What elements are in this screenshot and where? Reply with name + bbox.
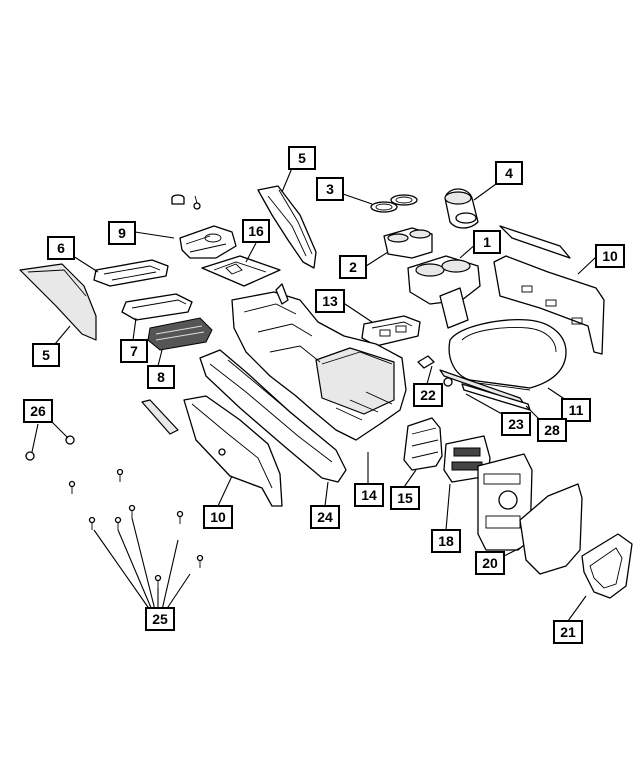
svg-text:23: 23 (508, 416, 524, 432)
callout-labels: 5 3 4 9 16 1 6 2 10 13 5 7 8 22 11 26 23… (23, 146, 625, 644)
part-5-upper-trim (257, 185, 317, 269)
svg-text:9: 9 (118, 225, 126, 241)
part-14-console-body (231, 283, 407, 441)
callout-2: 2 (339, 255, 367, 279)
svg-text:1: 1 (483, 234, 491, 250)
callout-15: 15 (390, 486, 420, 510)
svg-text:11: 11 (569, 402, 584, 418)
callout-26: 26 (23, 399, 53, 423)
part-11-armrest-lid (448, 319, 567, 391)
small-trim-strip (141, 399, 179, 435)
part-10-left-panel (183, 395, 283, 507)
part-15-bracket (403, 417, 443, 471)
svg-text:20: 20 (482, 555, 498, 571)
svg-text:4: 4 (505, 165, 513, 181)
svg-text:22: 22 (420, 387, 436, 403)
callout-6: 6 (47, 236, 75, 260)
part-6-trim-bezel (93, 259, 169, 287)
svg-text:8: 8 (157, 369, 165, 385)
part-9-shifter-bezel (179, 225, 237, 259)
svg-text:15: 15 (397, 490, 413, 506)
svg-text:25: 25 (152, 611, 168, 627)
callout-24: 24 (310, 505, 340, 529)
svg-text:26: 26 (30, 403, 46, 419)
part-10-right-panel (493, 225, 605, 355)
part-8-bin-mat (147, 317, 213, 351)
svg-text:24: 24 (317, 509, 333, 525)
callout-13: 13 (315, 289, 345, 313)
svg-text:21: 21 (560, 624, 576, 640)
svg-text:7: 7 (130, 343, 138, 359)
callout-8: 8 (147, 365, 175, 389)
callout-3: 3 (316, 177, 344, 201)
svg-text:10: 10 (210, 509, 226, 525)
callout-22: 22 (413, 383, 443, 407)
callout-5-upper: 5 (288, 146, 316, 170)
callout-18: 18 (431, 529, 461, 553)
svg-text:3: 3 (326, 181, 334, 197)
callout-5-lower: 5 (32, 343, 60, 367)
svg-text:14: 14 (361, 487, 377, 503)
svg-text:28: 28 (544, 422, 560, 438)
svg-text:6: 6 (57, 240, 65, 256)
part-13-storage-tray (361, 315, 421, 347)
callout-10-upper: 10 (595, 244, 625, 268)
part-21-outer-trim (519, 483, 633, 599)
part-1-cupholder-assembly (407, 255, 481, 329)
callout-23: 23 (501, 412, 531, 436)
callout-10-lower: 10 (203, 505, 233, 529)
part-3-cupholder-rings (370, 194, 418, 213)
part-16-shift-plate (201, 255, 281, 287)
callout-11: 11 (561, 398, 591, 422)
callout-4: 4 (495, 161, 523, 185)
svg-text:16: 16 (248, 223, 264, 239)
callout-21: 21 (553, 620, 583, 644)
part-7-bin-frame (121, 293, 193, 321)
part-25-screws (68, 468, 204, 588)
svg-text:10: 10 (602, 248, 618, 264)
callout-16: 16 (242, 219, 270, 243)
callout-28: 28 (537, 418, 567, 442)
callout-20: 20 (475, 551, 505, 575)
svg-text:18: 18 (438, 533, 454, 549)
callout-7: 7 (120, 339, 148, 363)
callout-25: 25 (145, 607, 175, 631)
svg-text:5: 5 (298, 150, 306, 166)
part-2-cupholder (383, 227, 433, 259)
svg-text:2: 2 (349, 259, 357, 275)
callout-9: 9 (108, 221, 136, 245)
part-24-console-base (199, 349, 347, 483)
svg-text:13: 13 (322, 293, 338, 309)
part-22-pins (417, 355, 453, 387)
parts-illustration (19, 185, 633, 599)
callout-1: 1 (473, 230, 501, 254)
part-4-cup-insert (444, 188, 479, 229)
svg-text:5: 5 (42, 347, 50, 363)
small-fasteners-top (171, 194, 201, 210)
part-5-lower-panel (19, 263, 97, 341)
callout-14: 14 (354, 483, 384, 507)
